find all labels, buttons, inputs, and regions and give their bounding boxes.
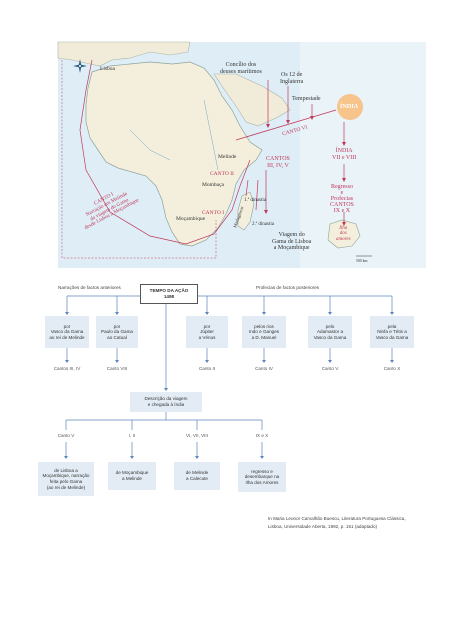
label-lisboa: Lisboa xyxy=(100,66,115,72)
map-europe xyxy=(57,41,191,67)
canto1-route-outline xyxy=(61,60,217,259)
caption-canto-iv: Canto IV xyxy=(255,366,273,371)
label-bottom-i-ii: I, II xyxy=(128,433,136,438)
label-mocambique: Moçambique xyxy=(176,216,206,222)
caption-canto-viii: Canto VIII xyxy=(106,366,128,371)
label-mombaca: Mombaça xyxy=(202,182,224,188)
india-circle xyxy=(337,94,363,120)
label-canto-i: CANTO I xyxy=(202,210,225,216)
label-india: ÍNDIA xyxy=(340,103,359,110)
map-sea-east xyxy=(300,42,426,268)
caption-cantos-iii-iv: Cantos III, IV xyxy=(53,366,81,371)
label-bottom-ix-x: IX e X xyxy=(255,433,269,438)
sea-route xyxy=(79,59,251,245)
map-graphic xyxy=(57,41,426,268)
header-narracoes: Narrações de factos anteriores xyxy=(58,285,121,290)
label-melinde: Melinde xyxy=(218,154,237,160)
label-dinastia-2: 2.ª dinastia xyxy=(252,222,274,227)
label-bottom-vi-vii-viii: VI, VII, VIII xyxy=(186,433,208,438)
caption-canto-v: Canto V xyxy=(321,366,339,371)
header-profecias: Profecias de factos posteriores xyxy=(256,285,320,290)
citation: In Maria Leonor Carvalhão Buescu, Litera… xyxy=(268,516,406,530)
label-bottom-canto-v: Canto V xyxy=(57,433,75,438)
label-tempestade: Tempestade xyxy=(292,96,321,102)
label-dinastia-1: 1.ª dinastia xyxy=(244,198,266,203)
map-madagascar xyxy=(237,191,255,231)
caption-canto-ii: Canto II xyxy=(198,366,216,371)
compass-rose-icon xyxy=(73,59,87,73)
label-canto-ii: CANTO II xyxy=(210,171,234,177)
map-africa xyxy=(85,61,263,247)
label-scale: 500 km xyxy=(356,259,368,263)
route-to-india xyxy=(235,109,337,141)
map-arabia xyxy=(213,73,291,127)
caption-canto-x: Canto X xyxy=(383,366,401,371)
